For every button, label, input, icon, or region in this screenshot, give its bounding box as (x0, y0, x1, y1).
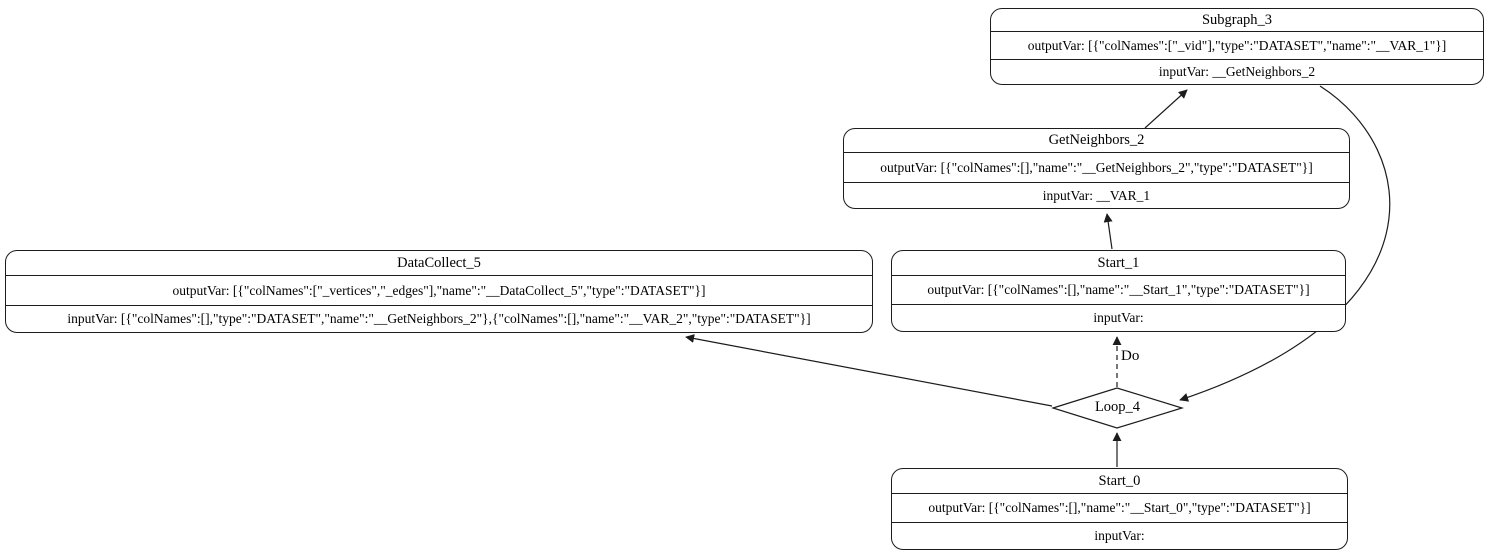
node-input-var: inputVar: [{"colNames":[],"type":"DATASE… (6, 305, 872, 332)
edge-start1-to-getneighbors2 (1103, 213, 1113, 250)
node-output-var: outputVar: [{"colNames":[],"name":"__Sta… (892, 274, 1345, 305)
node-input-var: inputVar: (892, 304, 1345, 331)
node-start-0: Start_0 outputVar: [{"colNames":[],"name… (891, 468, 1348, 550)
node-output-var: outputVar: [{"colNames":[],"name":"__Sta… (892, 492, 1347, 523)
node-output-var: outputVar: [{"colNames":["_vid"],"type":… (991, 31, 1483, 59)
edge-label-do: Do (1121, 348, 1140, 364)
node-input-var: inputVar: __GetNeighbors_2 (991, 58, 1483, 84)
node-start-1: Start_1 outputVar: [{"colNames":[],"name… (891, 250, 1346, 332)
loop4-diamond-shape (1050, 387, 1185, 429)
node-loop-4-label: Loop_4 (1094, 399, 1141, 415)
edge-getneighbors2-to-subgraph3 (1144, 89, 1188, 129)
node-output-var: outputVar: [{"colNames":[],"name":"__Get… (844, 152, 1349, 181)
node-data-collect-5: DataCollect_5 outputVar: [{"colNames":["… (5, 250, 873, 333)
node-title: Start_0 (1098, 472, 1141, 489)
edge-loop4-to-datacollect5 (685, 334, 1053, 407)
edge-subgraph3-to-loop4 (1179, 85, 1391, 402)
node-output-var: outputVar: [{"colNames":["_vertices","_e… (6, 274, 872, 305)
node-input-var: inputVar: (892, 522, 1347, 549)
node-title: Subgraph_3 (1201, 11, 1273, 28)
node-input-var: inputVar: __VAR_1 (844, 181, 1349, 208)
node-title: Start_1 (1097, 254, 1140, 271)
node-subgraph-3: Subgraph_3 outputVar: [{"colNames":["_vi… (990, 8, 1484, 85)
node-title: DataCollect_5 (397, 254, 481, 271)
node-get-neighbors-2: GetNeighbors_2 outputVar: [{"colNames":[… (843, 128, 1350, 209)
node-title: GetNeighbors_2 (1048, 132, 1145, 149)
